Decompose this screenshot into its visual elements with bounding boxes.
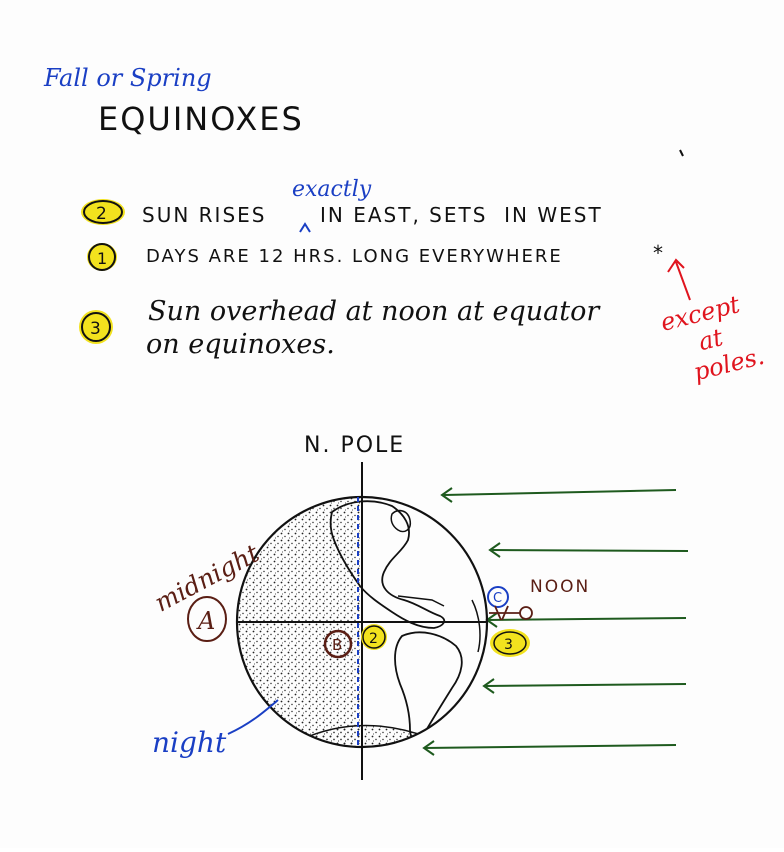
fact-3-line-2: on equinoxes.: [146, 329, 335, 360]
label-b-circle: [323, 629, 353, 659]
fact-1-text: DAYS ARE 12 HRS. LONG EVERYWHERE: [146, 246, 563, 267]
annotation-arrow: [667, 258, 691, 301]
north-pole-label: N. POLE: [304, 433, 405, 458]
fact-3-line-1: Sun overhead at noon at equator: [148, 296, 601, 327]
earth-globe: [235, 462, 489, 780]
badge-highlight-2: [81, 199, 125, 225]
south-america-outline: [394, 631, 463, 740]
badge-circle-3: [81, 312, 111, 342]
stick-figure-icon: [489, 605, 533, 621]
badge-number-globe-2: 2: [369, 631, 378, 647]
badge-circle-2: [83, 200, 123, 224]
fact-1-star: *: [653, 241, 663, 265]
subtitle: Fall or Spring: [43, 64, 212, 92]
insert-caret: [299, 222, 311, 233]
badge-circle-globe-3: [493, 631, 527, 655]
fact-2-start: SUN RISES: [142, 203, 266, 227]
badge-circle-globe-2: [362, 625, 386, 649]
night-label: night: [152, 726, 227, 759]
pen-mark: [679, 149, 684, 157]
africa-edge: [471, 599, 481, 653]
badge-number-1: 1: [97, 249, 107, 268]
night-leader-line: [227, 699, 279, 735]
arctic-islands-outline: [390, 509, 412, 533]
north-america-outline: [329, 500, 446, 629]
badge-highlight-3: [79, 310, 113, 344]
label-b: B: [332, 636, 342, 654]
label-c: C: [493, 591, 502, 606]
label-a-circle: [187, 596, 227, 642]
badge-number-3: 3: [90, 319, 101, 339]
badge-highlight-globe-3: [490, 629, 530, 657]
fact-2-end: IN EAST, SETS IN WEST: [320, 203, 603, 227]
label-a: A: [196, 607, 215, 635]
badge-highlight-globe-2: [361, 624, 387, 650]
badge-circle-1: [88, 243, 116, 271]
badge-number-globe-3: 3: [504, 637, 513, 653]
badge-number-2: 2: [96, 204, 107, 224]
noon-label: NOON: [530, 577, 590, 597]
page-title: EQUINOXES: [98, 100, 304, 138]
fact-2-insert: exactly: [292, 177, 372, 202]
badge-highlight-1: [87, 243, 117, 271]
caribbean-island: [397, 595, 445, 607]
sunlight-rays: [422, 487, 689, 756]
label-c-circle: [487, 586, 509, 608]
